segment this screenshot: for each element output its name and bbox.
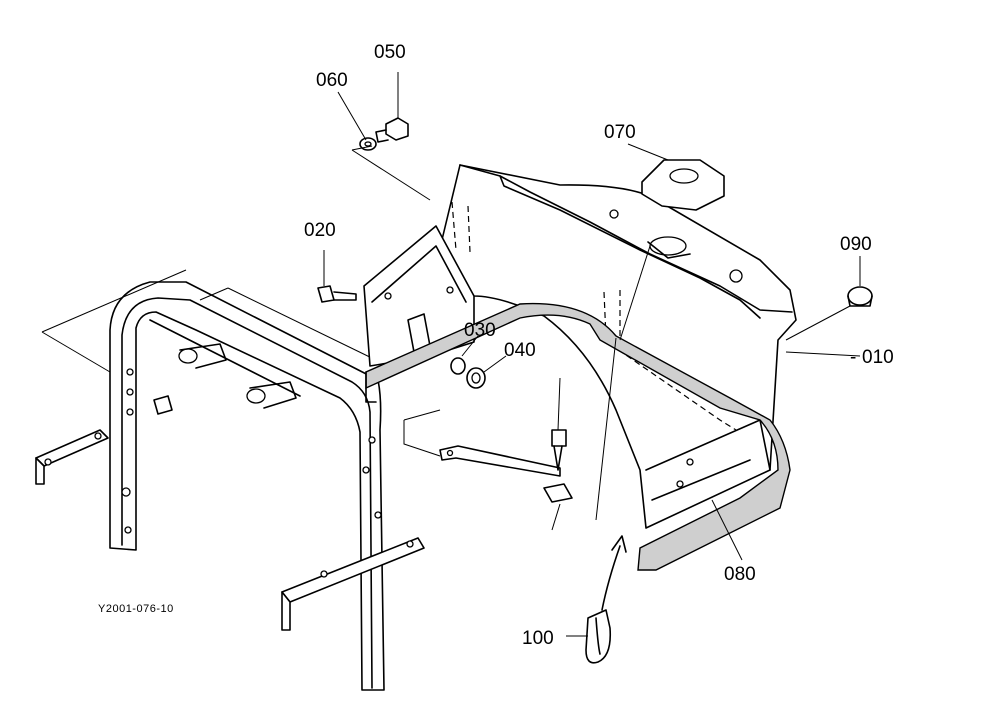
callout-030: 030	[464, 320, 496, 341]
bolt-050	[375, 72, 409, 143]
callout-040: 040	[504, 340, 536, 361]
grommet-040	[466, 355, 507, 389]
clip-100	[566, 535, 627, 664]
leader-010-cap	[785, 305, 851, 341]
grommet-030	[450, 335, 479, 375]
frame-assembly	[35, 269, 425, 691]
callout-070: 070	[604, 122, 636, 143]
foam-strip-080	[365, 302, 791, 571]
leader-080	[711, 499, 743, 561]
callout-050: 050	[374, 42, 406, 63]
leader-010	[785, 351, 861, 357]
callout-020: 020	[304, 220, 336, 241]
callout-080: 080	[724, 564, 756, 585]
boot-070	[627, 143, 725, 211]
callout-100: 100	[522, 628, 554, 649]
callout-090: 090	[840, 234, 872, 255]
lower-rod	[403, 409, 561, 477]
callout-060: 060	[316, 70, 348, 91]
callout-010: 010	[862, 347, 894, 368]
center-bolt	[543, 377, 573, 531]
callout-010-dash: -	[850, 347, 856, 368]
cap-090	[847, 256, 873, 307]
bolt-020	[317, 250, 357, 303]
diagram-code: Y2001-076-10	[98, 603, 174, 615]
washer-060	[337, 91, 431, 201]
